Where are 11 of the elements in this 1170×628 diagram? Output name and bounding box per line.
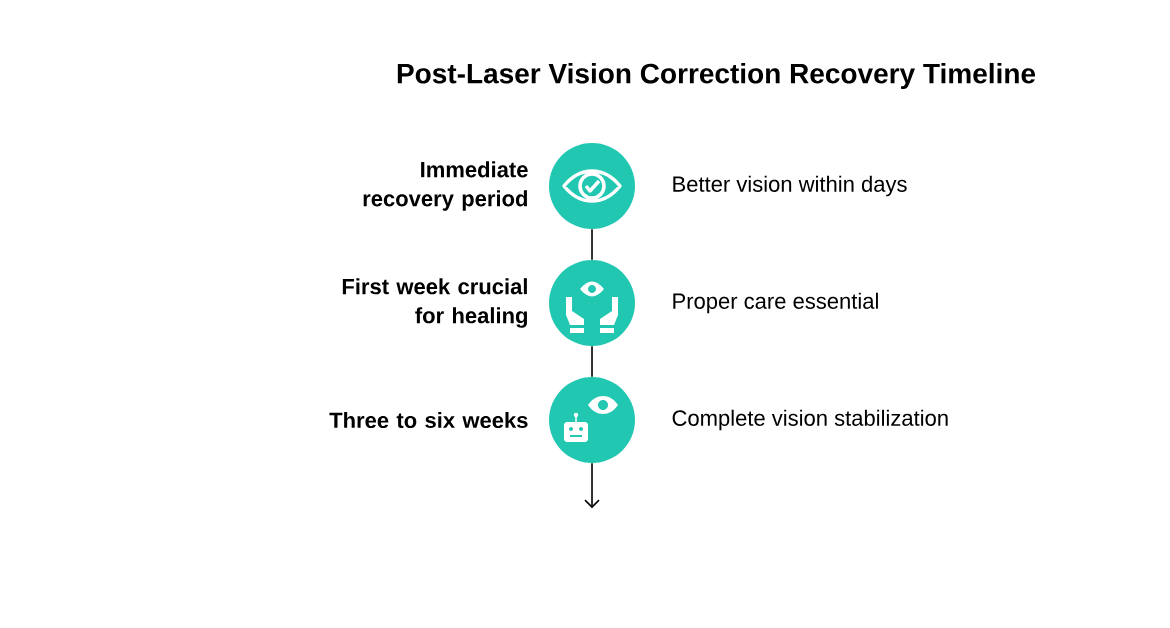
title: Post-Laser Vision Correction Recovery Timeline: [397, 62, 1036, 90]
step-circle: [549, 143, 635, 229]
connector-line: [584, 462, 600, 509]
step-description: Complete vision stabilization: [672, 409, 948, 431]
connector-line: [591, 345, 593, 378]
step-label: First week crucial for healing: [342, 278, 527, 328]
step-description: Better vision within days: [673, 175, 907, 197]
step-label: Three to six weeks: [329, 411, 528, 429]
connector-line: [591, 228, 593, 261]
step-label: Immediate recovery period: [363, 161, 528, 211]
step-description: Proper care essential: [673, 292, 878, 314]
